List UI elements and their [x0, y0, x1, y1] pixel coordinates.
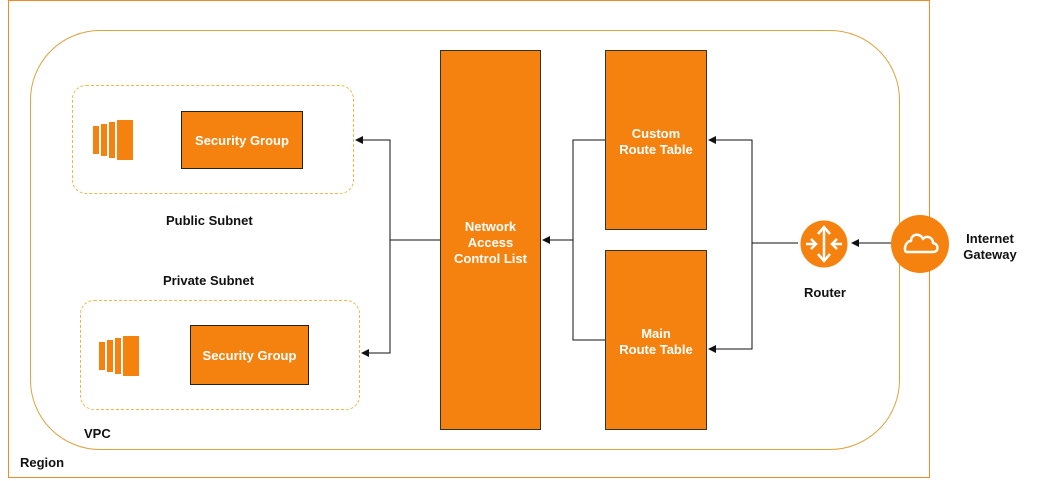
custom-rt-to-nacl-line — [542, 139, 605, 244]
router-to-main-rt-line — [708, 243, 753, 353]
router-to-custom-rt-line — [708, 136, 798, 244]
router-icon — [799, 219, 849, 269]
public-subnet-label: Public Subnet — [166, 213, 253, 228]
private-subnet-label: Private Subnet — [163, 273, 255, 288]
gateway-label-line1: Internet — [966, 231, 1014, 246]
private-security-group: Security Group — [190, 325, 309, 385]
internet-gateway-label: Internet Gateway — [955, 231, 1025, 263]
private-subnet-box — [80, 300, 360, 410]
public-subnet-box — [72, 85, 354, 194]
nacl-block: Network Access Control List — [440, 50, 541, 430]
nacl-line1: Network — [464, 219, 517, 234]
public-security-group: Security Group — [181, 111, 303, 169]
main-rt-line2: Route Table — [619, 342, 693, 357]
custom-rt-line2: Route Table — [619, 142, 693, 157]
ec2-instance-icon — [99, 336, 139, 376]
custom-route-table: Custom Route Table — [605, 50, 707, 230]
cloud-icon — [891, 215, 949, 273]
gateway-label-line2: Gateway — [963, 247, 1017, 262]
nacl-line3: Control List — [454, 251, 527, 266]
ec2-instance-icon — [93, 120, 133, 160]
vpc-label: VPC — [84, 426, 111, 441]
region-label: Region — [20, 455, 65, 470]
main-rt-line1: Main — [641, 326, 671, 341]
nacl-to-public-line — [355, 136, 440, 241]
router-label: Router — [804, 285, 846, 300]
main-rt-to-nacl-line — [572, 240, 605, 341]
main-route-table: Main Route Table — [605, 250, 707, 430]
custom-rt-line1: Custom — [631, 126, 681, 141]
nacl-line2: Access — [467, 235, 514, 250]
nacl-to-private-line — [361, 240, 391, 357]
